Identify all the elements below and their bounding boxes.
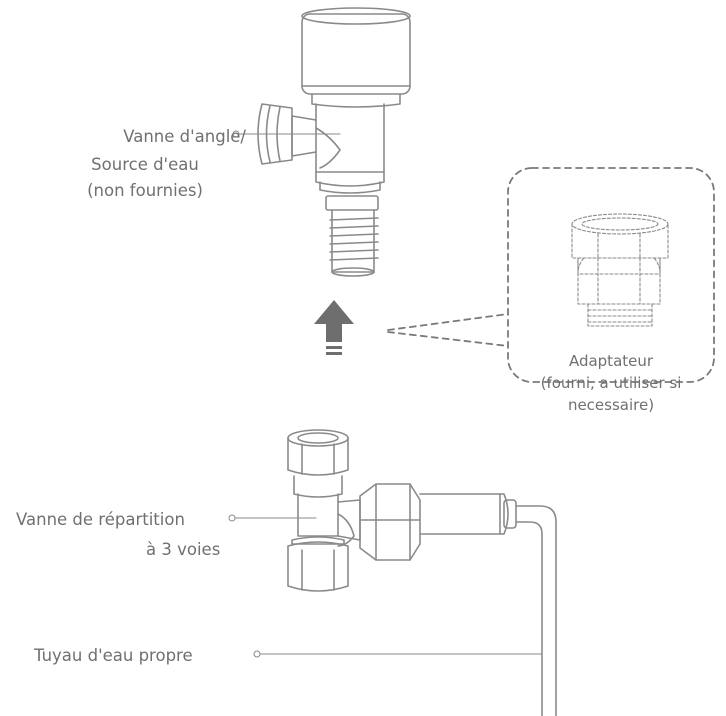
splitter-valve-illustration	[287, 429, 517, 592]
adapter-illustration	[571, 213, 669, 327]
angle-valve-label-line1: Vanne d'angle/	[123, 127, 246, 146]
splitter-leader	[228, 514, 317, 522]
adapter-label-line3: necessaire)	[567, 396, 655, 414]
pipe-label: Tuyau d'eau propre	[34, 646, 193, 665]
splitter-label-line2: à 3 voies	[146, 540, 221, 559]
angle-valve-illustration	[257, 7, 411, 277]
water-pipe-illustration	[515, 505, 557, 716]
adapter-label-line2: (fourni, a utiliser si	[540, 374, 682, 392]
adapter-callout	[387, 167, 715, 383]
angle-valve-sublabel: Source d'eau (non fournies)	[80, 152, 210, 204]
angle-valve-leader	[232, 130, 341, 138]
adapter-label-line1: Adaptateur	[568, 352, 654, 370]
angle-valve-label-line2: Source d'eau	[91, 155, 199, 174]
splitter-label-line1: Vanne de répartition	[16, 510, 185, 529]
angle-valve-label: Vanne d'angle/	[123, 124, 246, 150]
angle-valve-label-line3: (non fournies)	[87, 181, 203, 200]
pipe-leader	[253, 650, 543, 658]
adapter-label: Adaptateur (fourni, a utiliser si necess…	[508, 350, 714, 416]
up-arrow-icon	[314, 300, 354, 355]
